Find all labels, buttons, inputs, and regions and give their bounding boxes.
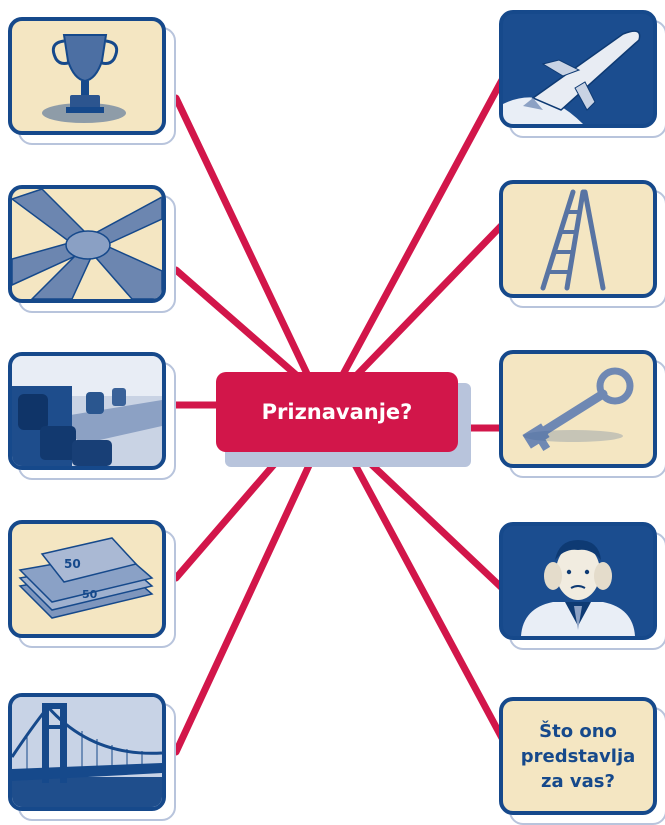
space-shuttle-icon (503, 14, 653, 124)
joined-hands-icon (12, 189, 162, 299)
svg-text:50: 50 (64, 557, 81, 571)
euro-banknotes-icon: 50 50 (18, 537, 154, 619)
person-covering-ears-icon (503, 526, 653, 636)
bridge-card (8, 693, 176, 821)
ladder-card (499, 180, 665, 308)
key-card (499, 350, 665, 478)
center-node: Priznavanje? (216, 372, 458, 452)
suspension-bridge-icon (12, 697, 162, 807)
shuttle-card (499, 10, 665, 138)
boardroom-chairs-icon (12, 356, 162, 466)
center-title: Priznavanje? (261, 400, 413, 424)
person-card (499, 522, 665, 650)
key-icon (522, 367, 634, 452)
question-text: Što ono predstavlja za vas? (520, 720, 636, 792)
hands-card (8, 185, 176, 313)
trophy-icon (42, 34, 126, 123)
boardroom-card (8, 352, 176, 480)
money-card: 50 50 (8, 520, 176, 648)
question-card: Što ono predstavlja za vas? (499, 697, 665, 825)
ladder-icon (540, 189, 606, 291)
trophy-card (8, 17, 176, 145)
svg-text:50: 50 (82, 588, 98, 601)
